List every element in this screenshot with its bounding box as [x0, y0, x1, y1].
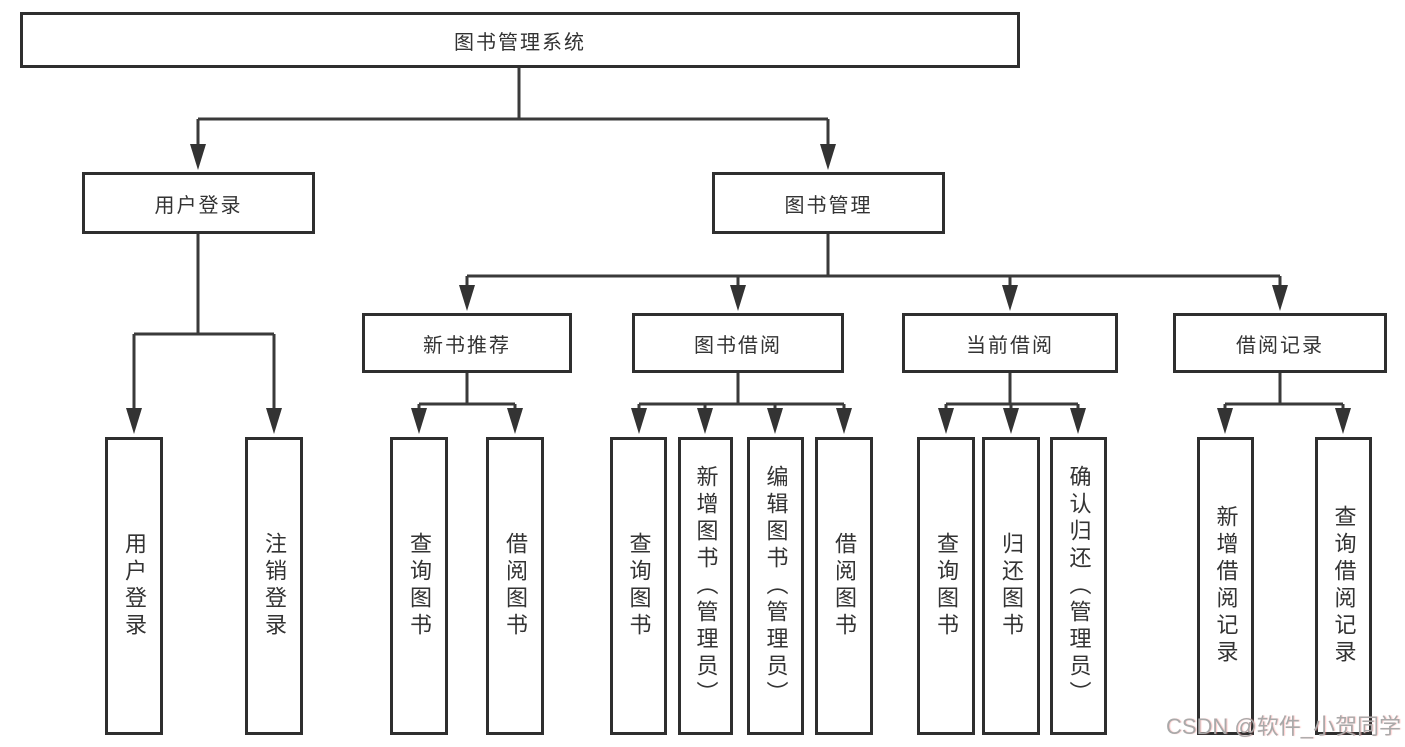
- leaf-add-borrow-record: 新增借阅记录: [1197, 437, 1254, 735]
- node-library-management-system: 图书管理系统: [20, 12, 1020, 68]
- leaf-recommend-borrow-book: 借阅图书: [486, 437, 544, 735]
- leaf-logout: 注销登录: [245, 437, 303, 735]
- node-user-login: 用户登录: [82, 172, 315, 234]
- leaf-confirm-return-admin: 确认归还（管理员）: [1050, 437, 1107, 735]
- node-book-management: 图书管理: [712, 172, 945, 234]
- node-current-borrow: 当前借阅: [902, 313, 1118, 373]
- leaf-user-login: 用户登录: [105, 437, 163, 735]
- leaf-edit-book-admin: 编辑图书（管理员）: [747, 437, 804, 735]
- csdn-watermark: CSDN @软件_小贺同学: [1165, 714, 1401, 739]
- node-book-borrow: 图书借阅: [632, 313, 844, 373]
- leaf-recommend-query-book: 查询图书: [390, 437, 448, 735]
- leaf-return-book: 归还图书: [982, 437, 1040, 735]
- leaf-borrow-query-book: 查询图书: [610, 437, 667, 735]
- leaf-borrow-book: 借阅图书: [815, 437, 873, 735]
- node-borrow-records: 借阅记录: [1173, 313, 1387, 373]
- leaf-query-borrow-record: 查询借阅记录: [1315, 437, 1372, 735]
- leaf-add-book-admin: 新增图书（管理员）: [678, 437, 733, 735]
- leaf-current-query-book: 查询图书: [917, 437, 975, 735]
- node-new-book-recommend: 新书推荐: [362, 313, 572, 373]
- arrowheads: [126, 144, 1351, 434]
